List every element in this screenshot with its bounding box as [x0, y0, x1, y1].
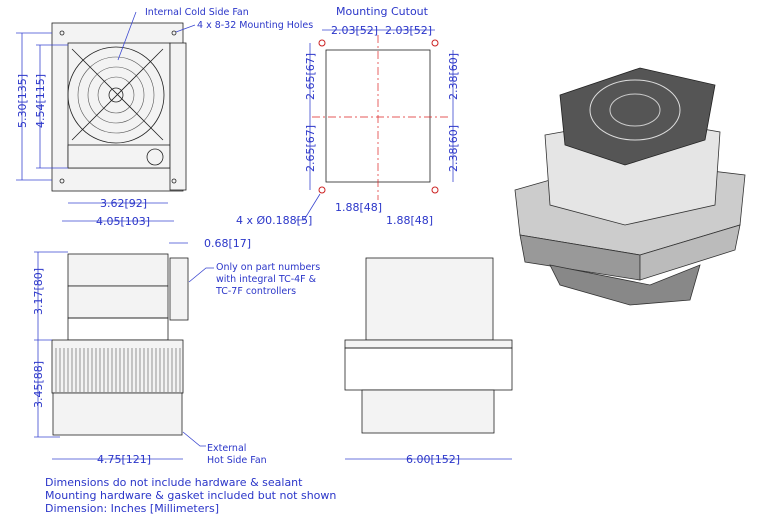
notes: Dimensions do not include hardware & sea… [45, 476, 336, 515]
callout-hot-fan-line-2: Hot Side Fan [207, 455, 267, 466]
dim-width-outer: 4.05[103] [96, 215, 150, 228]
callout-hot-fan-line-1: External [207, 443, 246, 454]
dim-bottom-right: 1.88[48] [386, 214, 433, 227]
note-1: Dimensions do not include hardware & sea… [45, 476, 303, 489]
dim-right-upper: 2.38[60] [447, 53, 460, 100]
side-view: 0.68[17] Only on part numbers with integ… [32, 237, 320, 466]
dim-top-right: 2.03[52] [385, 24, 432, 37]
callout-mounting-holes: 4 x 8-32 Mounting Holes [197, 20, 313, 31]
dim-bottom-left: 1.88[48] [335, 201, 382, 214]
controller-note-line-2: with integral TC-4F & [216, 274, 317, 285]
controller-note-line-1: Only on part numbers [216, 262, 320, 273]
dim-height-fan: 4.54[115] [34, 74, 47, 128]
note-3: Dimension: Inches [Millimeters] [45, 502, 219, 515]
controller-note-line-3: TC-7F controllers [215, 286, 296, 297]
isometric-view [514, 67, 746, 306]
note-2: Mounting hardware & gasket included but … [45, 489, 336, 502]
end-view: 6.00[152] [344, 257, 513, 466]
dim-end-width: 6.00[152] [406, 453, 460, 466]
dim-top-left: 2.03[52] [331, 24, 378, 37]
callout-cold-side-fan: Internal Cold Side Fan [145, 7, 249, 18]
dim-width-inner: 3.62[92] [100, 197, 147, 210]
hole-callout: 4 x Ø0.188[5] [236, 214, 312, 227]
dim-side-width: 4.75[121] [97, 453, 151, 466]
front-view: Internal Cold Side Fan 4 x 8-32 Mounting… [16, 7, 313, 228]
cutout-title: Mounting Cutout [336, 5, 429, 18]
dim-upper-height: 3.17[80] [32, 268, 45, 315]
dim-lower-height: 3.45[88] [32, 361, 45, 408]
dim-height-total: 5.30[135] [16, 74, 29, 128]
dim-right-lower: 2.38[60] [447, 125, 460, 172]
dim-left-lower: 2.65[67] [304, 125, 317, 172]
mounting-cutout-view: Mounting Cutout 2.03[52] 2.03[52] 2.65[6… [236, 5, 460, 227]
dim-controller: 0.68[17] [204, 237, 251, 250]
dim-left-upper: 2.65[67] [304, 53, 317, 100]
